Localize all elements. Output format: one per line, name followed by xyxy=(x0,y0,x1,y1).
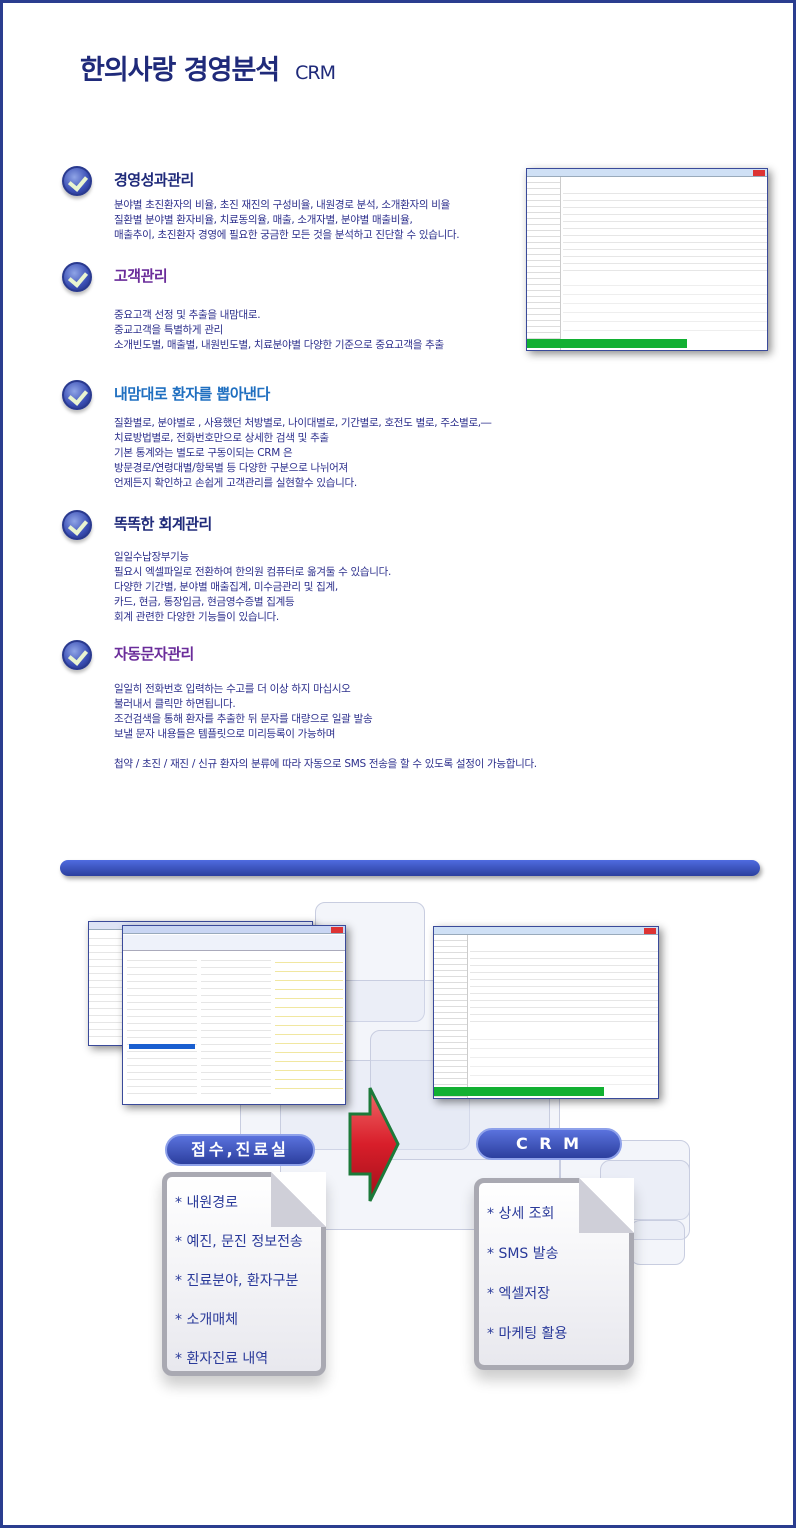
body-line: 중요고객 선정 및 추출을 내맘대로. xyxy=(114,309,261,321)
reception-doc: * 내원경로 * 예진, 문진 정보전송 * 진료분야, 환자구분 * 소개매체 * 환… xyxy=(162,1172,326,1376)
section-body: 질환별로, 분야별로 , 사용했던 처방별로, 나이대별로, 기간별로, 호전도… xyxy=(114,416,491,491)
reception-item: * 소개매체 xyxy=(175,1312,238,1328)
body-line: 기본 통계와는 별도로 구동이되는 CRM 은 xyxy=(114,447,293,459)
checkmark-icon xyxy=(62,262,92,292)
body-line: 분야별 초진환자의 비율, 초진 재진의 구성비율, 내원경로 분석, 소개환자… xyxy=(114,199,450,211)
body-line: 일일수납장부기능 xyxy=(114,551,189,563)
section-title: 고객관리 xyxy=(114,267,168,285)
body-line: 질환별로, 분야별로 , 사용했던 처방별로, 나이대별로, 기간별로, 호전도… xyxy=(114,417,492,429)
checkmark-icon xyxy=(62,380,92,410)
body-line: 매출추이, 초진환자 경영에 필요한 궁금한 모든 것을 분석하고 진단할 수 … xyxy=(114,229,460,241)
checkmark-icon xyxy=(62,640,92,670)
body-line: 일일히 전화번호 입력하는 수고를 더 이상 하지 마십시오 xyxy=(114,683,351,695)
page-title: 한의사랑 경영분석 CRM xyxy=(80,48,336,87)
body-line: 언제든지 확인하고 손쉽게 고객관리를 실현할수 있습니다. xyxy=(114,477,357,489)
section-title: 경영성과관리 xyxy=(114,171,194,189)
body-line: 첩약 / 초진 / 재진 / 신규 환자의 분류에 따라 자동으로 SMS 전송… xyxy=(114,758,537,770)
crm-label: C R M xyxy=(476,1128,622,1160)
checkmark-icon xyxy=(62,166,92,196)
reception-item: * 예진, 문진 정보전송 xyxy=(175,1234,303,1250)
section-body: 분야별 초진환자의 비율, 초진 재진의 구성비율, 내원경로 분석, 소개환자… xyxy=(114,198,460,243)
reception-item: * 진료분야, 환자구분 xyxy=(175,1273,299,1289)
body-line: 조건검색을 통해 환자를 추출한 뒤 문자를 대량으로 일괄 발송 xyxy=(114,713,373,725)
section-divider-bar xyxy=(60,860,760,876)
title-text: 한의사랑 경영분석 xyxy=(80,55,280,86)
crm-item: * SMS 발송 xyxy=(487,1246,559,1262)
body-line: 질환별 분야별 환자비율, 치료동의율, 매출, 소개자별, 분야별 매출비율, xyxy=(114,214,413,226)
body-line: 카드, 현금, 통장입금, 현금영수증별 집계등 xyxy=(114,596,295,608)
crm-item: * 엑셀저장 xyxy=(487,1286,550,1302)
body-line: 보낼 문자 내용들은 템플릿으로 미리등록이 가능하며 xyxy=(114,728,336,740)
body-line xyxy=(114,742,537,757)
body-line: 필요시 엑셀파일로 전환하여 한의원 컴퓨터로 옮겨둘 수 있습니다. xyxy=(114,566,392,578)
body-line: 불러내서 클릭만 하면됩니다. xyxy=(114,698,236,710)
reception-screenshot-front xyxy=(122,925,346,1105)
body-line: 방문경로/연령대별/항목별 등 다양한 구분으로 나뉘어져 xyxy=(114,462,348,474)
crm-item: * 상세 조회 xyxy=(487,1206,555,1222)
title-sub: CRM xyxy=(295,62,336,84)
body-line: 회계 관련한 다양한 기능들이 있습니다. xyxy=(114,611,279,623)
crm-screenshot-diagram xyxy=(433,926,659,1099)
checkmark-icon xyxy=(62,510,92,540)
body-line: 소개빈도별, 매출별, 내원빈도별, 치료분야별 다양한 기준으로 중요고객을 … xyxy=(114,339,444,351)
crm-item: * 마케팅 활용 xyxy=(487,1326,568,1342)
reception-item: * 내원경로 xyxy=(175,1195,238,1211)
section-title: 내맘대로 환자를 뽑아낸다 xyxy=(114,385,270,403)
crm-screenshot xyxy=(526,168,768,351)
body-line: 다양한 기간별, 분야별 매출집계, 미수금관리 및 집계, xyxy=(114,581,338,593)
section-title: 자동문자관리 xyxy=(114,645,194,663)
reception-label: 접수,진료실 xyxy=(165,1134,315,1166)
section-title: 똑똑한 회계관리 xyxy=(114,515,212,533)
arrow-right-icon xyxy=(348,1087,400,1202)
body-line: 치료방법별로, 전화번호만으로 상세한 검색 및 추출 xyxy=(114,432,329,444)
crm-doc: * 상세 조회 * SMS 발송 * 엑셀저장 * 마케팅 활용 xyxy=(474,1178,634,1370)
reception-item: * 환자진료 내역 xyxy=(175,1351,269,1367)
body-line: 중교고객을 특별하게 관리 xyxy=(114,324,224,336)
